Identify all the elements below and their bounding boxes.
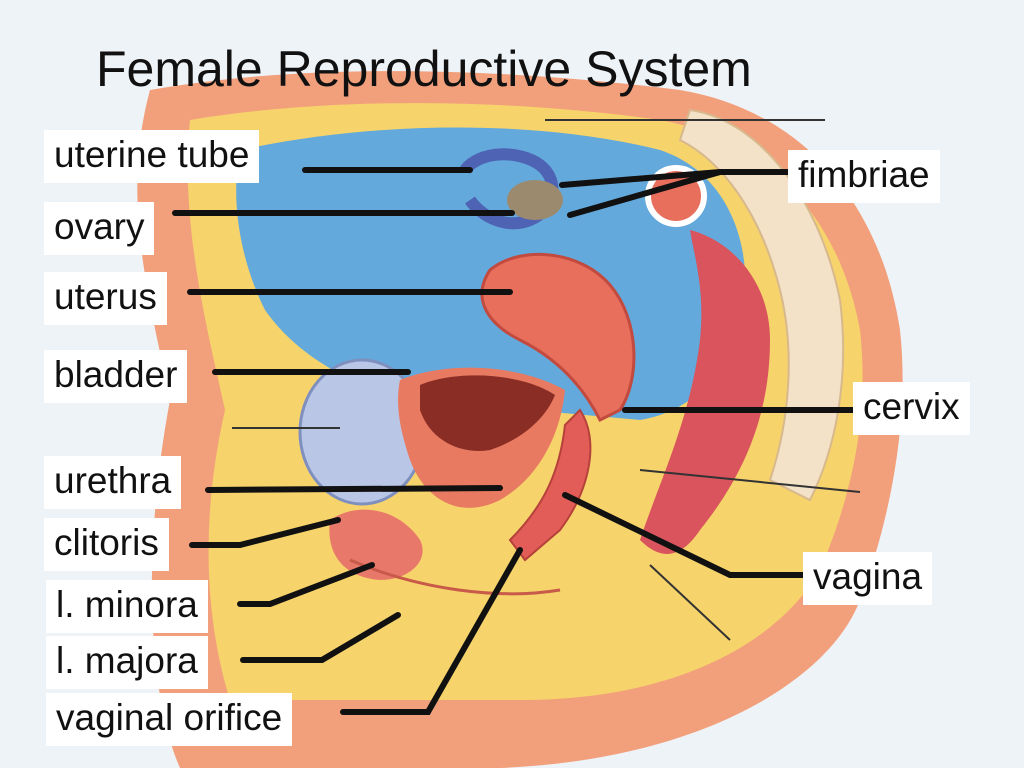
pubic-tissue bbox=[420, 375, 555, 451]
label-uterine-tube: uterine tube bbox=[44, 130, 260, 183]
ovary-shape bbox=[507, 180, 563, 220]
label-labia-minora: l. minora bbox=[46, 580, 208, 633]
label-bladder: bladder bbox=[44, 350, 188, 403]
uterus-shape bbox=[480, 252, 636, 423]
page-title: Female Reproductive System bbox=[96, 41, 752, 97]
label-uterus: uterus bbox=[44, 272, 167, 325]
label-vagina: vagina bbox=[803, 552, 933, 605]
label-labia-majora: l. majora bbox=[46, 636, 208, 689]
colon-loop bbox=[645, 165, 707, 227]
label-ovary: ovary bbox=[44, 202, 155, 255]
label-fimbriae: fimbriae bbox=[788, 150, 940, 203]
label-urethra: urethra bbox=[44, 456, 182, 509]
label-vaginal-orifice: vaginal orifice bbox=[46, 693, 293, 746]
label-clitoris: clitoris bbox=[44, 518, 169, 571]
label-cervix: cervix bbox=[853, 382, 970, 435]
